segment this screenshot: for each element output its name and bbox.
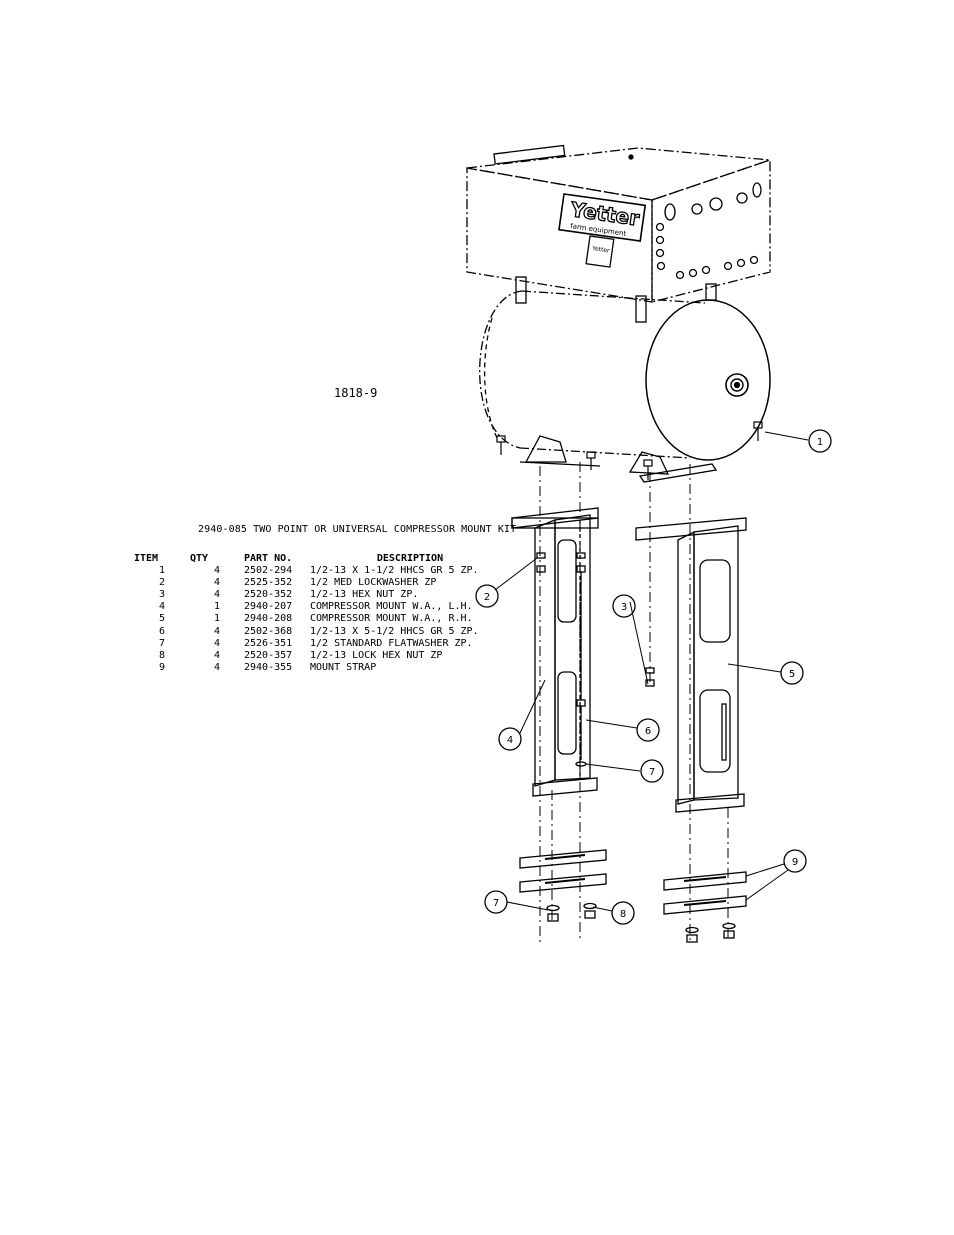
callout-7b: 7 <box>484 890 508 914</box>
header-part-no: PART NO. <box>244 553 293 564</box>
callout-3: 3 <box>612 594 636 618</box>
callout-6: 6 <box>636 718 660 742</box>
header-item: ITEM <box>134 553 159 564</box>
cell-qty: 1 <box>213 601 221 613</box>
control-box: Yetter farm equipment Yetter <box>466 144 771 323</box>
table-row: 4 1 2940-207 COMPRESSOR MOUNT W.A., L.H. <box>134 601 510 613</box>
cell-qty: 4 <box>213 649 221 661</box>
callout-4: 4 <box>498 727 522 751</box>
svg-text:9: 9 <box>792 857 798 868</box>
mount-straps <box>519 849 747 915</box>
cell-qty: 4 <box>213 589 221 601</box>
cell-part-no: 2502-294 <box>244 565 293 577</box>
yetter-logo: Yetter farm equipment Yetter <box>558 193 647 268</box>
kit-title: 2940-085 TWO POINT OR UNIVERSAL COMPRESS… <box>198 524 517 535</box>
cell-qty: 4 <box>213 637 221 649</box>
cell-description: MOUNT STRAP <box>310 661 377 673</box>
callout-1: 1 <box>808 429 832 453</box>
cell-item: 7 <box>158 637 166 649</box>
cell-description: 1/2-13 HEX NUT ZP. <box>310 589 419 601</box>
cell-item: 1 <box>158 565 166 577</box>
air-tank <box>479 290 771 461</box>
callout-bubbles: 1 2 3 4 5 6 7 7 8 9 <box>475 429 832 925</box>
cell-description: COMPRESSOR MOUNT W.A., L.H. <box>310 601 473 613</box>
cell-qty: 1 <box>213 613 221 625</box>
cell-item: 9 <box>158 661 166 673</box>
cell-item: 6 <box>158 625 166 637</box>
table-row: 7 4 2526-351 1/2 STANDARD FLATWASHER ZP. <box>134 638 510 650</box>
table-row: 6 4 2502-368 1/2-13 X 5-1/2 HHCS GR 5 ZP. <box>134 625 510 637</box>
compressor-mount-lh <box>511 507 599 797</box>
cell-part-no: 2502-368 <box>244 625 293 637</box>
cell-part-no: 2520-357 <box>244 649 293 661</box>
table-row: 9 4 2940-355 MOUNT STRAP <box>134 662 510 674</box>
cell-qty: 4 <box>213 565 221 577</box>
cell-item: 4 <box>158 601 166 613</box>
table-row: 1 4 2502-294 1/2-13 X 1-1/2 HHCS GR 5 ZP. <box>134 565 510 577</box>
svg-text:2: 2 <box>484 592 490 603</box>
svg-text:8: 8 <box>620 909 626 920</box>
callout-8: 8 <box>611 901 635 925</box>
cell-part-no: 2940-355 <box>244 661 293 673</box>
cell-part-no: 2940-207 <box>244 601 293 613</box>
cell-qty: 4 <box>213 661 221 673</box>
callout-5: 5 <box>780 661 804 685</box>
cell-description: 1/2-13 LOCK HEX NUT ZP <box>310 649 443 661</box>
table-row: 5 1 2940-208 COMPRESSOR MOUNT W.A., R.H. <box>134 613 510 625</box>
cell-description: 1/2 MED LOCKWASHER ZP <box>310 577 437 589</box>
parts-table-header: ITEM QTY PART NO. DESCRIPTION <box>134 552 510 565</box>
header-description: DESCRIPTION <box>376 553 444 564</box>
cell-qty: 4 <box>213 577 221 589</box>
svg-text:4: 4 <box>507 735 513 746</box>
svg-text:7: 7 <box>649 767 655 778</box>
leader-lines <box>494 431 809 912</box>
header-qty: QTY <box>190 553 209 564</box>
cell-item: 3 <box>158 589 166 601</box>
svg-text:3: 3 <box>621 602 627 613</box>
svg-text:1: 1 <box>817 437 823 448</box>
box-knockout-holes <box>655 182 762 280</box>
cell-description: 1/2 STANDARD FLATWASHER ZP. <box>310 637 473 649</box>
callout-9: 9 <box>783 849 807 873</box>
table-row: 8 4 2520-357 1/2-13 LOCK HEX NUT ZP <box>134 650 510 662</box>
tank-saddles <box>496 421 763 483</box>
cell-description: 1/2-13 X 5-1/2 HHCS GR 5 ZP. <box>310 625 479 637</box>
svg-text:6: 6 <box>645 726 651 737</box>
compressor-mount-rh <box>635 517 747 813</box>
cell-item: 8 <box>158 649 166 661</box>
cell-item: 2 <box>158 577 166 589</box>
callout-2: 2 <box>475 584 499 608</box>
bottom-hardware <box>546 902 736 943</box>
table-row: 2 4 2525-352 1/2 MED LOCKWASHER ZP <box>134 577 510 589</box>
svg-text:5: 5 <box>789 669 795 680</box>
cell-description: 1/2-13 X 1-1/2 HHCS GR 5 ZP. <box>310 565 479 577</box>
cell-qty: 4 <box>213 625 221 637</box>
cell-part-no: 2525-352 <box>244 577 293 589</box>
cell-part-no: 2940-208 <box>244 613 293 625</box>
cell-description: COMPRESSOR MOUNT W.A., R.H. <box>310 613 473 625</box>
svg-text:7: 7 <box>493 898 499 909</box>
cell-item: 5 <box>158 613 166 625</box>
table-row: 3 4 2520-352 1/2-13 HEX NUT ZP. <box>134 589 510 601</box>
svg-text:Yetter: Yetter <box>591 245 611 255</box>
drawing-reference-code: 1818-9 <box>334 386 378 400</box>
callout-7a: 7 <box>640 759 664 783</box>
cell-part-no: 2520-352 <box>244 589 293 601</box>
cell-part-no: 2526-351 <box>244 637 293 649</box>
